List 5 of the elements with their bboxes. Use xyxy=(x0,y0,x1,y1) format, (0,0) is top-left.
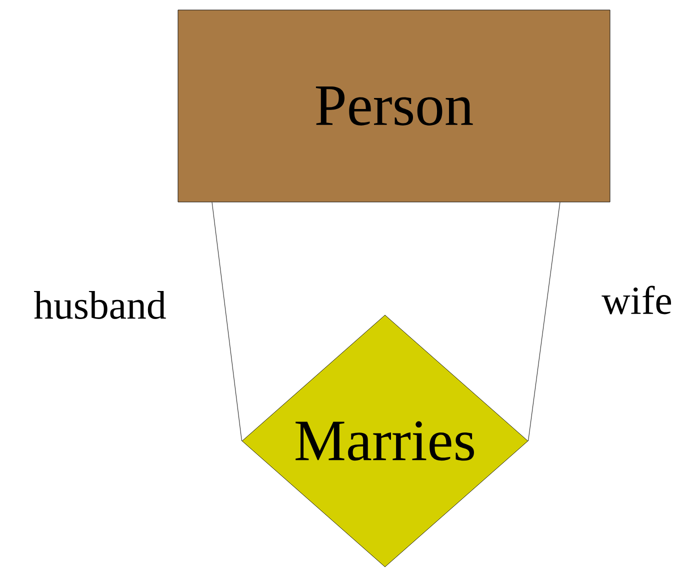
edge-label: wife xyxy=(602,286,671,314)
entity-box: Person xyxy=(178,10,610,202)
edge-label: husband xyxy=(34,290,166,319)
connector-line xyxy=(212,202,242,442)
connector-line xyxy=(528,202,560,442)
